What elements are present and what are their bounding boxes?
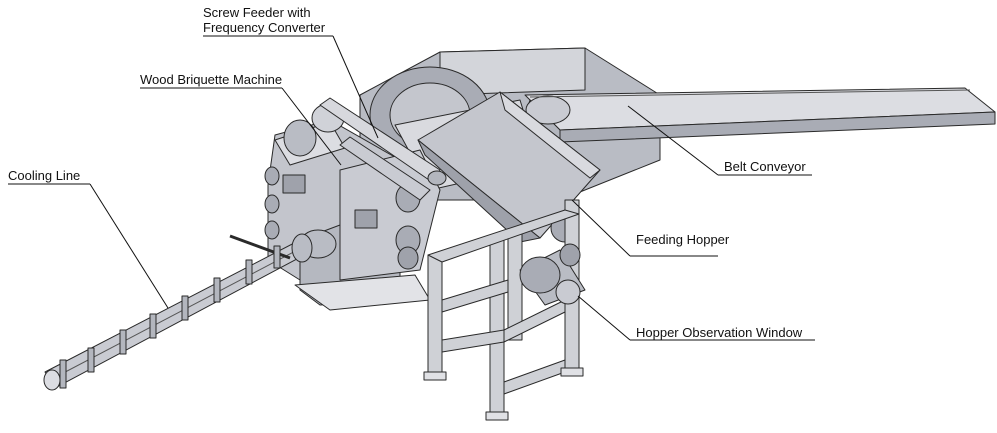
- screw-feeder: [319, 97, 447, 201]
- leader-cooling: [89, 183, 169, 309]
- leader-belt: [627, 105, 719, 176]
- label-screw-feeder-line2: Frequency Converter: [203, 20, 326, 35]
- leader-screw-feeder: [332, 35, 379, 139]
- leader-window: [577, 295, 631, 341]
- label-screw-feeder-line1: Screw Feeder with: [203, 5, 311, 20]
- label-wood-briquette-machine: Wood Briquette Machine: [140, 72, 283, 87]
- leader-hopper: [571, 199, 631, 257]
- label-hopper-observation-window: Hopper Observation Window: [636, 325, 803, 340]
- belt-conveyor: [524, 87, 996, 143]
- leader-lines: [8, 35, 815, 341]
- cooling-line: [43, 233, 313, 391]
- hopper-observation-window: [519, 243, 586, 306]
- label-cooling-line: Cooling Line: [8, 168, 81, 183]
- leader-briquette: [281, 87, 342, 166]
- label-belt-conveyor: Belt Conveyor: [724, 159, 806, 174]
- label-feeding-hopper: Feeding Hopper: [636, 232, 730, 247]
